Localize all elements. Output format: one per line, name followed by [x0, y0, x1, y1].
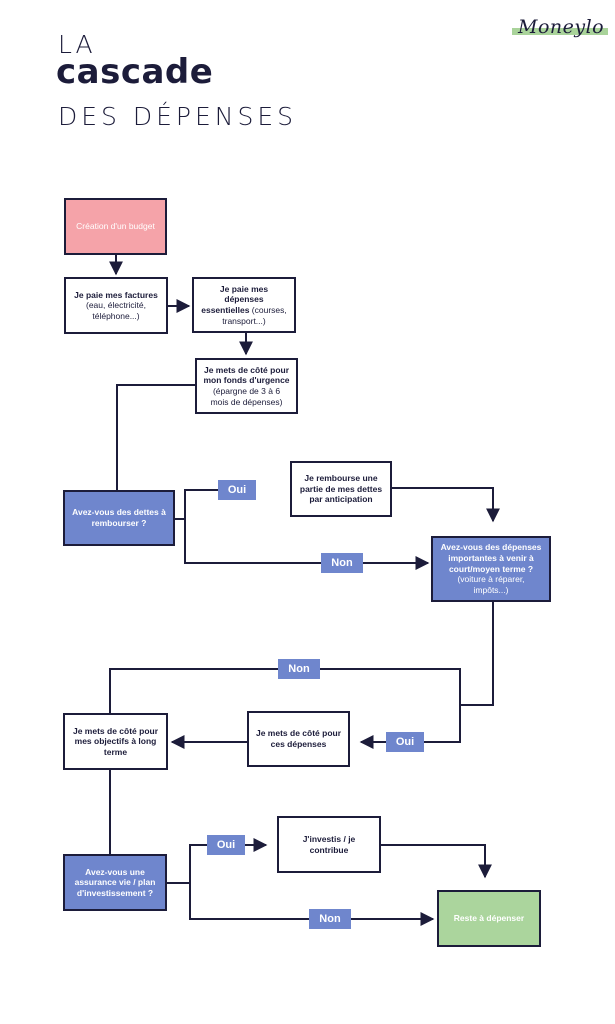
moneylo-logo: Moneylo: [512, 14, 608, 48]
node-paie-factures: Je paie mes factures (eau, électricité, …: [64, 277, 168, 334]
node-paie-factures-text: Je paie mes factures (eau, électricité, …: [74, 289, 158, 321]
logo-highlight-bar: [512, 28, 608, 35]
arrow-assurance-non: [189, 883, 435, 926]
arrow-depenses-oui: [359, 602, 494, 749]
label-oui-assurance: Oui: [207, 835, 245, 855]
node-investis-contribue-text: J'investis / je contribue: [302, 833, 356, 855]
node-rembourse-dettes: Je rembourse une partie de mes dettes pa…: [290, 461, 392, 517]
node-question-depenses-importantes: Avez-vous des dépenses importantes à ven…: [431, 536, 551, 602]
label-non-assurance: Non: [309, 909, 351, 929]
node-question-assurance-vie-text: Avez-vous une assurance vie / plan d'inv…: [74, 866, 156, 898]
node-investis-contribue: J'investis / je contribue: [277, 816, 381, 873]
node-creation-budget-text: Création d'un budget: [76, 221, 155, 232]
title-line-la: LA: [58, 30, 96, 59]
node-question-depenses-importantes-text: Avez-vous des dépenses importantes à ven…: [440, 542, 542, 595]
logo-text: Moneylo: [518, 16, 605, 38]
node-question-dettes-text: Avez-vous des dettes à rembourser ?: [72, 507, 166, 528]
node-cote-ces-depenses: Je mets de côté pour ces dépenses: [247, 711, 350, 767]
node-creation-budget: Création d'un budget: [64, 198, 167, 255]
arrow-investis-to-reste: [380, 844, 492, 879]
node-cote-ces-depenses-text: Je mets de côté pour ces dépenses: [255, 728, 342, 749]
node-paie-depenses-essentielles: Je paie mes dépenses essentielles (cours…: [192, 277, 296, 333]
node-reste-a-depenser-text: Reste à dépenser: [453, 913, 525, 924]
node-objectifs-long-terme: Je mets de côté pour mes objectifs à lon…: [63, 713, 168, 770]
arrow-dettes-oui: [175, 483, 250, 520]
title-line-cascade: cascade: [56, 52, 214, 92]
node-fonds-urgence: Je mets de côté pour mon fonds d'urgence…: [195, 358, 298, 414]
node-rembourse-dettes-text: Je rembourse une partie de mes dettes pa…: [299, 473, 383, 505]
label-non-dettes: Non: [321, 553, 363, 573]
node-objectifs-long-terme-text: Je mets de côté pour mes objectifs à lon…: [72, 725, 159, 757]
node-paie-depenses-essentielles-text: Je paie mes dépenses essentielles (cours…: [201, 283, 287, 326]
node-fonds-urgence-text: Je mets de côté pour mon fonds d'urgence…: [203, 364, 290, 407]
node-question-assurance-vie: Avez-vous une assurance vie / plan d'inv…: [63, 854, 167, 911]
label-oui-dettes: Oui: [218, 480, 256, 500]
arrow-dettes-non: [184, 519, 430, 570]
title-line-des-depenses: DES DÉPENSES: [58, 102, 298, 131]
arrow-rembourse-to-depenses: [391, 487, 500, 523]
node-question-dettes: Avez-vous des dettes à rembourser ?: [63, 490, 175, 546]
line-urgence-to-dettes: [116, 384, 195, 490]
node-reste-a-depenser: Reste à dépenser: [437, 890, 541, 947]
label-non-depenses: Non: [278, 659, 320, 679]
label-oui-depenses: Oui: [386, 732, 424, 752]
